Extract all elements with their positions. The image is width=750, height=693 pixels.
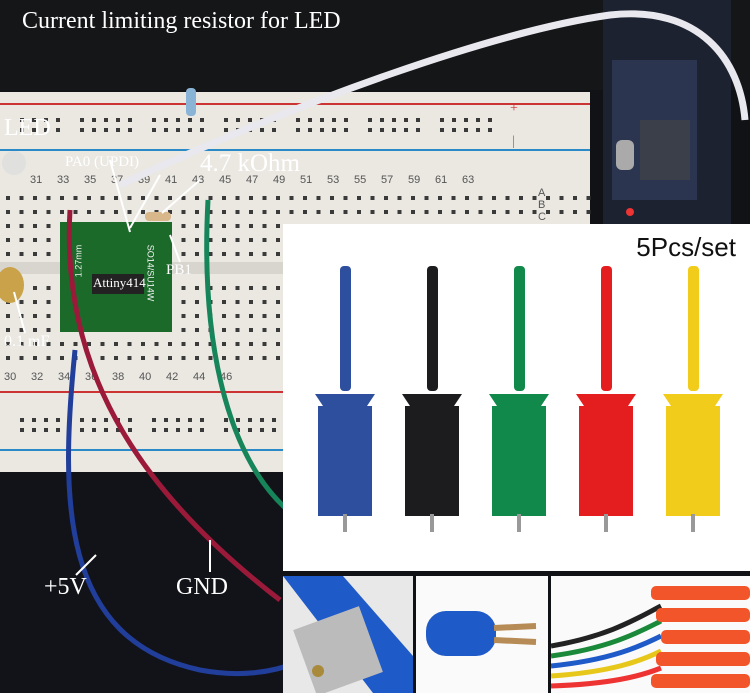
column-number: 53 — [327, 174, 339, 186]
column-number: 45 — [219, 174, 231, 186]
inset-clip-tip — [416, 576, 548, 693]
label-gnd: GND — [176, 574, 228, 600]
column-number: 33 — [57, 174, 69, 186]
led-resistor — [186, 88, 196, 116]
test-clip — [576, 266, 636, 532]
test-clips — [315, 266, 723, 532]
row-letter: C — [538, 211, 546, 223]
label-cap: 0.1 mF — [4, 333, 50, 350]
white-wire — [118, 10, 749, 189]
column-number: 42 — [166, 371, 178, 383]
test-clip-product-panel: 5Pcs/set — [283, 224, 750, 571]
row-letter: B — [538, 199, 545, 211]
pcb-package-label: SO14/SU14W — [145, 244, 156, 302]
capacitor — [0, 267, 24, 303]
label-led: LED — [4, 115, 51, 141]
row-letter: A — [538, 187, 546, 199]
column-number: 55 — [354, 174, 366, 186]
column-number: 61 — [435, 174, 447, 186]
column-number: 32 — [31, 371, 43, 383]
green-wire — [204, 199, 302, 523]
inset-clip-hook — [283, 576, 413, 693]
column-number: 59 — [408, 174, 420, 186]
led — [2, 151, 26, 175]
column-number: 30 — [4, 371, 16, 383]
pullup-resistor — [145, 212, 171, 221]
test-clip — [315, 266, 375, 532]
column-number: 31 — [30, 174, 42, 186]
label-pa0: PA0 (UPDI) — [65, 154, 140, 170]
test-clip — [489, 266, 549, 532]
column-number: 40 — [139, 371, 151, 383]
column-number: 51 — [300, 174, 312, 186]
usb-uart-module — [603, 0, 731, 230]
test-clip — [402, 266, 462, 532]
column-number: 34 — [58, 371, 70, 383]
column-number: 44 — [193, 371, 205, 383]
svg-text:+: + — [510, 101, 518, 116]
label-vcc: +5V — [44, 574, 87, 600]
label-4k7: 4.7 kOhm — [200, 150, 300, 177]
label-chip: Attiny414 — [93, 275, 146, 290]
set-label: 5Pcs/set — [636, 232, 736, 262]
label-led-resistor: Current limiting resistor for LED — [22, 8, 341, 34]
column-number: 41 — [165, 174, 177, 186]
column-number: 63 — [462, 174, 474, 186]
label-pb1: PB1 — [166, 262, 192, 278]
inset-clip-wires — [551, 576, 750, 693]
column-number: 38 — [112, 371, 124, 383]
column-number: 49 — [273, 174, 285, 186]
pcb-pitch-label: 1.27mm — [73, 244, 84, 278]
gnd-wire — [66, 209, 282, 602]
test-clip — [663, 266, 723, 532]
column-number: 46 — [220, 371, 232, 383]
column-number: 57 — [381, 174, 393, 186]
column-number: 47 — [246, 174, 258, 186]
column-number: 35 — [84, 174, 96, 186]
svg-text:|: | — [512, 134, 515, 149]
